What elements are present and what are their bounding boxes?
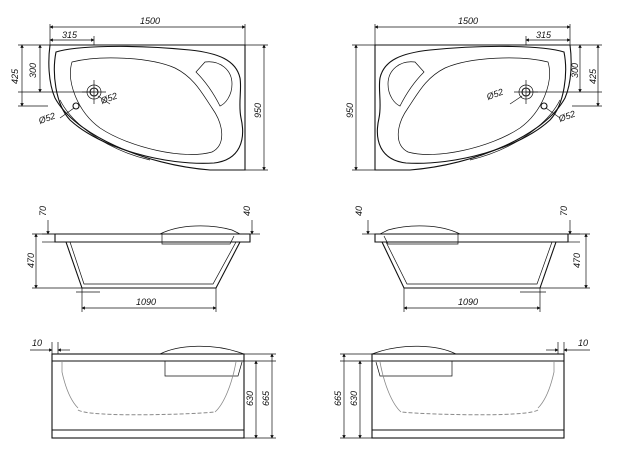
total-height-label: 665 — [261, 390, 271, 406]
bottom-length-label: 1090 — [458, 297, 478, 307]
front-view-left: 10 630 665 — [30, 338, 276, 439]
bottom-length-label: 1090 — [136, 297, 156, 307]
rim-label: 70 — [559, 206, 569, 216]
height-label: 470 — [572, 253, 582, 268]
lip-label: 10 — [32, 338, 42, 348]
plan-view-left: 1500 315 425 300 950 Ø52 Ø52 — [10, 16, 268, 171]
rim-label: 70 — [38, 206, 48, 216]
total-height-label: 665 — [333, 390, 343, 406]
overflow-diameter-label: Ø52 — [36, 111, 56, 127]
overflow-diameter-label: Ø52 — [556, 109, 576, 125]
inner-height-label: 630 — [245, 391, 255, 406]
height-b-label: 300 — [570, 63, 580, 78]
drain-diameter-label: Ø52 — [98, 91, 118, 107]
depth-label: 950 — [345, 103, 355, 118]
plan-view-right: 1500 315 425 300 950 Ø52 Ø52 — [345, 16, 602, 171]
edge-label: 40 — [242, 206, 252, 216]
drain-offset-label: 315 — [62, 30, 78, 40]
width-label: 1500 — [140, 16, 160, 26]
height-a-label: 425 — [588, 68, 598, 84]
drain-diameter-label: Ø52 — [484, 87, 504, 103]
lip-label: 10 — [578, 338, 588, 348]
height-label: 470 — [26, 253, 36, 268]
height-a-label: 425 — [10, 68, 20, 84]
edge-label: 40 — [354, 206, 364, 216]
width-label: 1500 — [458, 16, 478, 26]
side-view-right: 40 70 470 1090 — [354, 206, 590, 312]
inner-height-label: 630 — [349, 391, 359, 406]
drain-offset-label: 315 — [536, 30, 552, 40]
depth-label: 950 — [253, 103, 263, 118]
side-view-left: 70 40 470 1090 — [26, 206, 260, 312]
height-b-label: 300 — [28, 63, 38, 78]
front-view-right: 10 665 630 — [333, 338, 590, 439]
